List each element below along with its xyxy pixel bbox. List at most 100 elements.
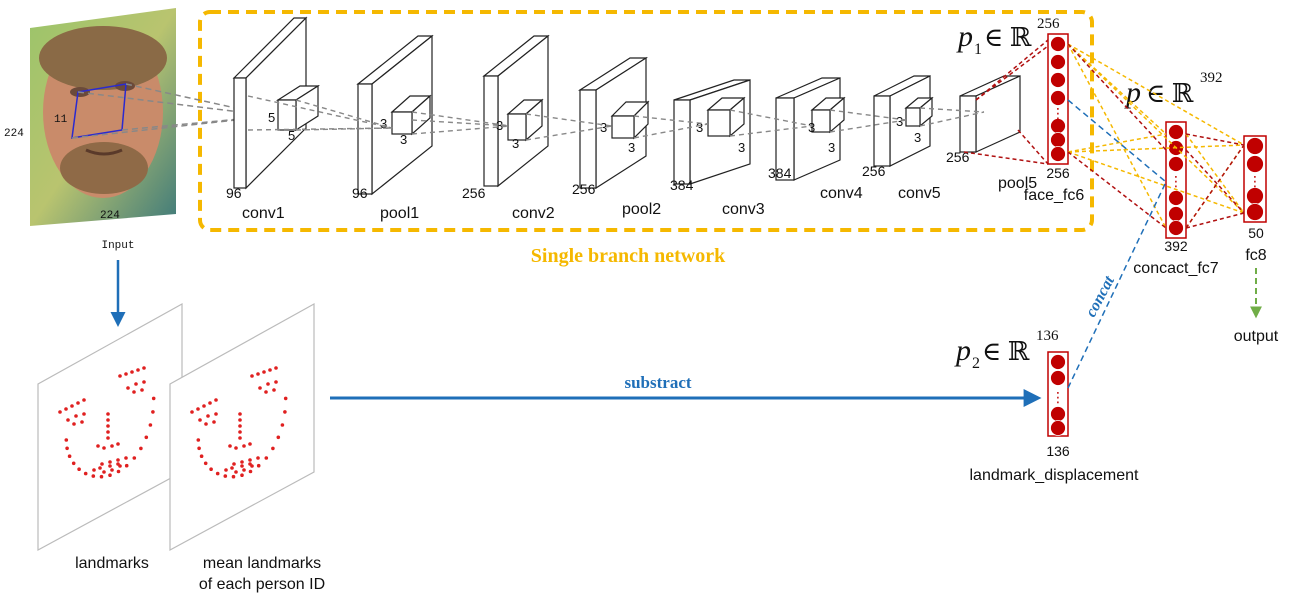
- svg-text:2: 2: [972, 355, 980, 372]
- face-fc6-node-3: [1050, 90, 1066, 106]
- landmark-displacement-ellipsis: ⋮: [1051, 389, 1065, 405]
- layer-connection-line-9: [633, 115, 709, 125]
- mean-landmarks-sheet-point-30: [212, 420, 216, 424]
- mean-landmarks-sheet-point-14: [280, 423, 285, 427]
- layer-name-conv4: conv4: [820, 185, 863, 202]
- concat-fc7-node-0: [1168, 124, 1184, 140]
- layer-name-pool2: pool2: [622, 201, 661, 218]
- face-fc6-node-6: [1050, 146, 1066, 162]
- single-branch-title: Single branch network: [531, 245, 726, 267]
- mean-landmarks-sheet-point-8: [240, 473, 244, 478]
- layer-connection-line-7: [525, 113, 613, 127]
- mean-landmarks-sheet-point-45: [248, 442, 252, 446]
- landmarks-sheet-point-19: [70, 404, 74, 408]
- input-caption: Input: [101, 240, 134, 252]
- landmarks-sheet-point-5: [83, 471, 88, 476]
- mean-landmarks-sheet-point-50: [256, 456, 260, 460]
- mean-landmarks-sheet-point-29: [214, 412, 218, 416]
- kernel-size-a-conv5: 3: [896, 114, 903, 129]
- kernel-cube-conv5: [904, 96, 934, 128]
- landmarks-sheet-point-7: [99, 474, 104, 479]
- fc8-name: fc8: [1245, 247, 1266, 264]
- mean-landmarks-sheet-point-43: [234, 446, 238, 450]
- landmarks-sheet-point-11: [132, 456, 137, 460]
- input-face-image: [30, 8, 176, 226]
- face-fc6-name: face_fc6: [1024, 187, 1085, 204]
- face-fc6-formula: p 1 ∈ ℝ 256: [956, 16, 1060, 58]
- layer-connection-lines: [247, 95, 985, 141]
- landmark-displacement-node-2: [1050, 406, 1066, 422]
- landmarks-sheet-point-35: [140, 388, 144, 392]
- mean-landmarks-sheet-point-36: [264, 390, 268, 394]
- kernel-size-b-pool1: 3: [400, 132, 407, 147]
- landmarks-sheet-point-43: [102, 446, 106, 450]
- svg-text:p: p: [954, 334, 971, 367]
- layer-name-pool1: pool1: [380, 205, 419, 222]
- concat-fc7-node-2: [1168, 156, 1184, 172]
- kernel-cube-conv4: [810, 96, 846, 134]
- mean-landmarks-sheet-point-38: [238, 418, 242, 422]
- concat-fc7-layer: ⋮: [1165, 121, 1187, 239]
- kernel-size-a-conv3: 3: [696, 120, 703, 135]
- landmarks-sheet-point-3: [71, 461, 76, 466]
- landmarks-sheet: [37, 302, 183, 552]
- layer-name-conv3: conv3: [722, 201, 765, 218]
- landmark-displacement-name: landmark_displacement: [970, 467, 1140, 484]
- mean-landmarks-sheet-point-27: [198, 418, 202, 422]
- landmarks-sheet-point-4: [77, 467, 81, 472]
- mean-landmarks-sheet-point-47: [232, 462, 236, 466]
- mean-landmarks-sheet-point-31: [204, 422, 208, 426]
- mean-landmarks-sheet-point-10: [256, 463, 261, 468]
- landmarks-sheet-point-17: [58, 410, 62, 414]
- landmarks-sheet-point-52: [110, 468, 114, 472]
- landmarks-sheet-point-30: [80, 420, 84, 424]
- landmarks-sheet-point-41: [106, 436, 110, 440]
- layer-depth-conv3: 384: [670, 177, 694, 193]
- svg-text:p: p: [956, 20, 973, 53]
- kernel-size-a-conv2: 3: [496, 118, 503, 133]
- mean-landmarks-sheet-point-19: [202, 404, 206, 408]
- mean-landmarks-sheet-point-56: [248, 462, 252, 466]
- landmark-displacement-node-0: [1050, 354, 1066, 370]
- input-width-label: 224: [100, 210, 120, 222]
- kernel-size-b-conv2: 3: [512, 136, 519, 151]
- landmarks-sheet-point-23: [124, 372, 128, 376]
- mean-landmarks-sheet-point-13: [276, 435, 281, 440]
- landmarks-sheet-point-26: [142, 366, 146, 370]
- mean-landmarks-sheet-point-48: [240, 460, 244, 464]
- mean-landmarks-sheet-point-22: [250, 374, 254, 378]
- mean-landmarks-sheet-point-28: [206, 414, 210, 418]
- mean-landmarks-sheet-point-21: [214, 398, 218, 402]
- layer-depth-conv2: 256: [462, 185, 486, 201]
- landmarks-sheet-point-54: [98, 466, 102, 470]
- layer-connection-line-2: [247, 95, 393, 129]
- landmarks-sheet-point-29: [82, 412, 86, 416]
- kernel-size-a-pool2: 3: [600, 120, 607, 135]
- layer-connection-line-4: [411, 111, 511, 127]
- fc8-size: 50: [1248, 225, 1264, 241]
- conv-layers: 55conv19633pool19633conv225633pool225633…: [226, 16, 1037, 222]
- layer-connection-line-15: [919, 107, 985, 113]
- landmarks-sheet-point-1: [65, 446, 69, 451]
- layer-connection-line-12: [729, 125, 813, 137]
- fc7-to-fc8-connections: [1067, 43, 1245, 229]
- mean-landmarks-sheet-point-35: [272, 388, 276, 392]
- layer-depth-conv5: 256: [862, 163, 886, 179]
- pool5-to-fc6-connections: [963, 39, 1049, 165]
- mean-landmarks-sheet-point-25: [268, 368, 272, 372]
- landmarks-sheet-point-13: [144, 435, 149, 440]
- kernel-size-b-pool2: 3: [628, 140, 635, 155]
- layer-depth-conv1: 96: [226, 185, 242, 201]
- landmarks-sheet-point-2: [67, 454, 72, 459]
- mean-landmarks-label-line2: of each person ID: [199, 576, 325, 593]
- landmark-displacement-node-1: [1050, 370, 1066, 386]
- layer-depth-pool1: 96: [352, 185, 368, 201]
- landmarks-sheet-point-39: [106, 424, 110, 428]
- svg-text:∈ ℝ: ∈ ℝ: [984, 23, 1032, 52]
- svg-text:1: 1: [974, 41, 982, 58]
- landmarks-sheet-point-12: [139, 446, 143, 451]
- layer-connection-line-8: [525, 125, 613, 141]
- kernel-size-b-conv5: 3: [914, 130, 921, 145]
- landmarks-sheet-point-31: [72, 422, 76, 426]
- concat-fc7-node-5: [1168, 220, 1184, 236]
